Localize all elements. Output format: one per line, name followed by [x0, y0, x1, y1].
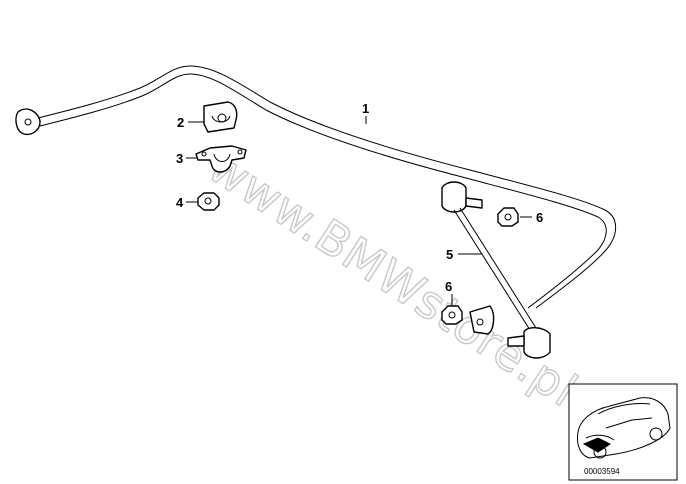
callout-1: 1	[362, 101, 369, 116]
callout-4: 4	[176, 195, 184, 210]
stabilizer-link[interactable]	[441, 181, 551, 359]
watermark: www.BMWstore.pl	[199, 139, 587, 417]
self-locking-nut-lower[interactable]	[441, 305, 463, 325]
hex-nut[interactable]	[197, 192, 220, 211]
callout-2: 2	[177, 115, 184, 130]
callout-3: 3	[176, 151, 183, 166]
callout-6-upper: 6	[536, 210, 543, 225]
car-outline-icon	[577, 397, 671, 459]
reference-number: 00003594	[584, 467, 620, 476]
leader-lines	[186, 116, 532, 306]
callout-5: 5	[446, 247, 453, 262]
stabilizer-bar[interactable]	[15, 65, 617, 309]
mounting-bracket[interactable]	[195, 145, 247, 173]
self-locking-nut-upper[interactable]	[497, 207, 519, 227]
rubber-bushing[interactable]	[203, 101, 238, 133]
callout-6-lower: 6	[445, 279, 452, 294]
vehicle-thumbnail: 00003594	[568, 383, 678, 481]
